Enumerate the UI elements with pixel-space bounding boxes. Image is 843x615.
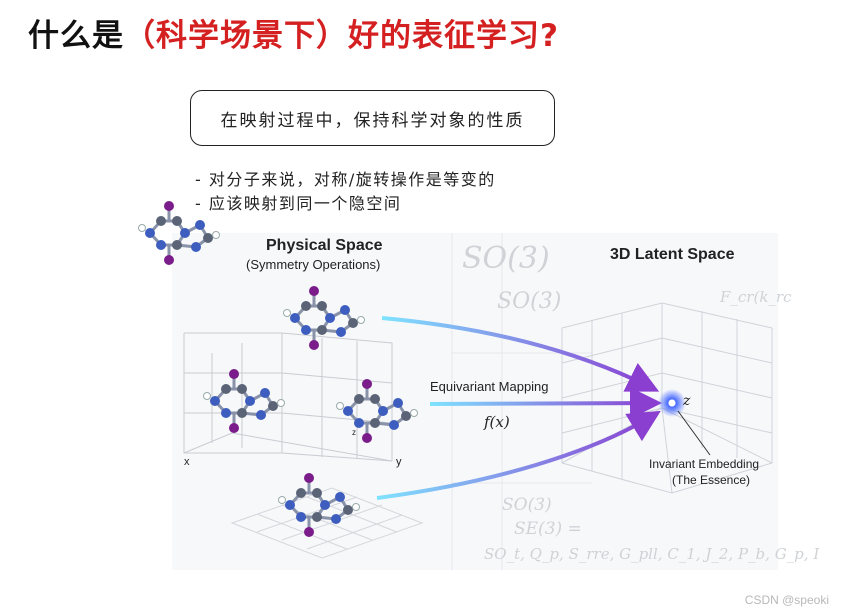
bullet-item: - 应该映射到同一个隐空间 — [195, 194, 402, 213]
molecule-icon — [138, 201, 220, 265]
molecule-icon — [335, 377, 419, 445]
bg-formula-so3: SO(3) — [497, 289, 562, 314]
axis-y-label: y — [396, 456, 402, 468]
bottom-plane — [230, 487, 424, 559]
background-grid — [451, 233, 592, 570]
page-title: 什么是（科学场景下）好的表征学习? — [28, 18, 559, 54]
bg-formula-fcr: F_cr(k_rc — [720, 288, 792, 306]
mapping-arrow-bottom — [376, 410, 661, 500]
bg-formula-so3-large: SO(3) — [462, 241, 550, 276]
bullet-list: - 对分子来说，对称/旋转操作是等变的 - 应该映射到同一个隐空间 — [195, 168, 496, 216]
axis-x-label: x — [184, 456, 190, 468]
embedding-sublabel: (The Essence) — [672, 473, 751, 487]
callout-text: 在映射过程中，保持科学对象的性质 — [220, 110, 525, 131]
definition-callout: 在映射过程中，保持科学对象的性质 — [190, 90, 555, 146]
physical-space-title: Physical Space — [266, 237, 383, 254]
molecule-icon — [282, 284, 366, 352]
bg-formula-se3: SE(3) = — [514, 519, 582, 539]
physical-space-subtitle: (Symmetry Operations) — [246, 257, 381, 272]
mapping-figure: Physical Space (Symmetry Operations) 3D … — [138, 201, 819, 570]
molecule-icon — [202, 367, 286, 435]
function-label: f(x) — [484, 413, 510, 431]
watermark: CSDN @speoki — [744, 593, 829, 607]
mapping-label: Equivariant Mapping — [430, 379, 549, 394]
bullet-item: - 对分子来说，对称/旋转操作是等变的 — [195, 170, 496, 189]
axis-z-label: z — [352, 428, 356, 437]
latent-point — [668, 399, 676, 407]
embedding-leader-line — [677, 410, 711, 456]
mapping-arrow-top — [381, 316, 660, 392]
bg-formula-so3-bottom: SO(3) — [502, 495, 552, 515]
figure-graphics — [138, 201, 773, 570]
bg-formula-list: SO_t, Q_p, S_rre, G_pll, C_1, J_2, P_b, … — [484, 545, 820, 563]
latent-space-title: 3D Latent Space — [610, 246, 735, 263]
latent-point-label: z — [683, 393, 691, 409]
embedding-label: Invariant Embedding — [649, 457, 760, 471]
mapping-arrow-middle — [429, 387, 662, 420]
